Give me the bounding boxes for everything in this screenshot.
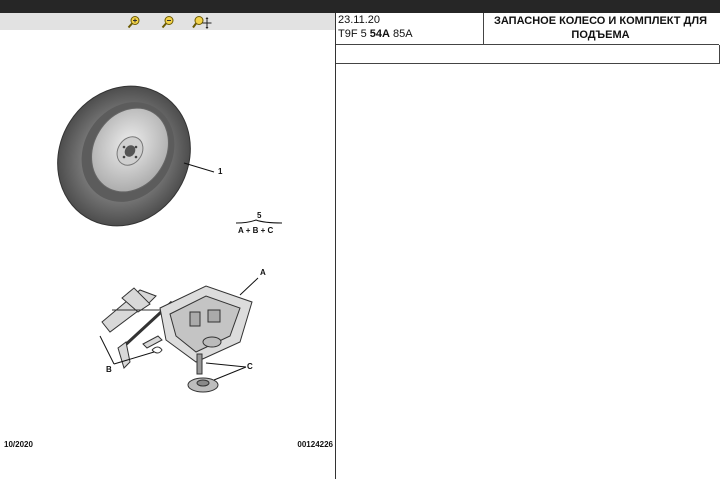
code-suffix: 85A [389,28,413,40]
zoom-toolbar [0,13,335,30]
panel-divider [335,13,336,479]
drawing-date: 10/2020 [4,440,33,449]
callout-a: A [260,268,266,277]
parts-table-row [336,45,720,64]
callout-b: B [106,365,112,374]
illustration-panel: 1 5 A + B + C A B C 10/2020 00124226 [0,13,335,479]
header-code: T9F 5 54A 85A [338,27,483,41]
callout-1: 1 [218,167,223,176]
jack-parts [101,287,174,369]
zoom-in-button[interactable] [123,14,145,29]
callout-c: C [247,362,253,371]
drawing-code: 00124226 [297,440,333,449]
a-callout-line [239,277,259,296]
c-callout-line-2 [213,366,247,381]
header-title: ЗАПАСНОЕ КОЛЕСО И КОМПЛЕКТ ДЛЯ ПОДЪЕМА [493,15,708,41]
parts-header: 23.11.20 T9F 5 54A 85A ЗАПАСНОЕ КОЛЕСО И… [336,13,719,45]
b-callout-line-2 [113,351,155,365]
storage-tray [159,285,253,363]
wheel-callout-line [183,162,215,173]
zoom-pan-icon [191,15,211,29]
top-bar [0,0,720,13]
bolt-and-chock [187,353,219,393]
b-callout-line-1 [99,335,115,365]
parts-diagram [57,85,283,393]
zoom-out-icon [161,15,173,28]
parts-drawing: 1 5 A + B + C A B C 10/2020 00124226 [0,30,335,479]
callout-kit-formula: A + B + C [238,226,274,235]
code-bold: 54A [369,28,390,40]
callout-kit-number: 5 [257,211,262,220]
kit-brace [235,219,283,224]
code-prefix: T9F 5 [338,28,370,40]
header-info: 23.11.20 T9F 5 54A 85A [336,13,484,44]
spare-wheel [57,85,191,227]
header-date: 23.11.20 [338,14,381,26]
parts-list-panel: 23.11.20 T9F 5 54A 85A ЗАПАСНОЕ КОЛЕСО И… [336,13,720,479]
c-callout-line-1 [205,362,247,368]
zoom-pan-button[interactable] [191,14,213,29]
zoom-in-icon [127,15,139,28]
zoom-out-button[interactable] [157,14,179,29]
